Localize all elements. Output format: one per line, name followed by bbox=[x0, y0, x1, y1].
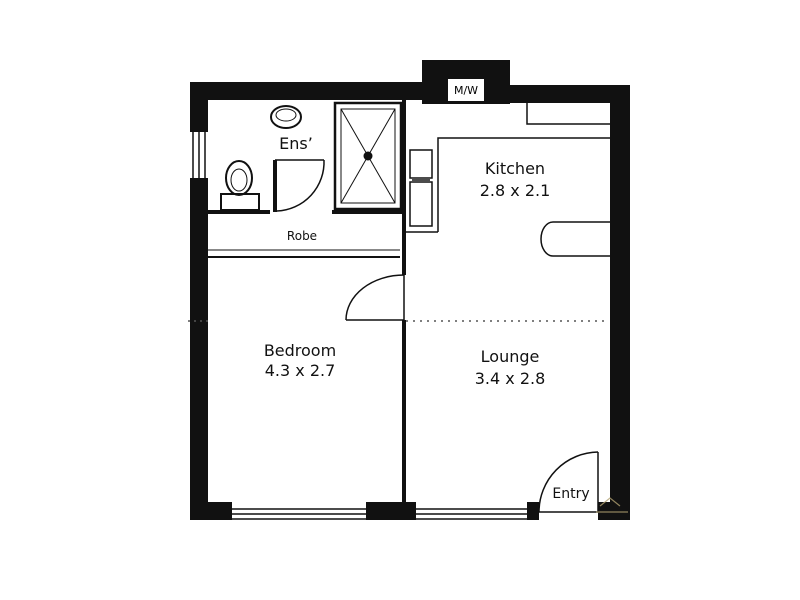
microwave-label: M/W bbox=[446, 77, 486, 103]
basin bbox=[270, 105, 302, 129]
wall-bottom-right-stub bbox=[527, 502, 539, 520]
room-name-robe: Robe bbox=[286, 229, 318, 243]
room-name-ensuite: Ens’ bbox=[279, 134, 313, 153]
wall-bottom-mid-stub bbox=[366, 502, 416, 520]
internal-walls bbox=[208, 100, 406, 505]
window-bedroom bbox=[232, 508, 366, 520]
wall-right bbox=[610, 85, 630, 520]
room-dims-lounge: 3.4 x 2.8 bbox=[474, 369, 546, 388]
room-name-entry: Entry bbox=[552, 486, 590, 502]
watermark-logo bbox=[596, 497, 628, 513]
room-name-lounge: Lounge bbox=[480, 347, 540, 366]
kitchen-bench bbox=[404, 103, 610, 233]
window-lounge bbox=[416, 508, 527, 520]
wall-bottom-left-stub bbox=[190, 502, 232, 520]
wall-bottom-right-end bbox=[598, 502, 630, 520]
bedroom-door bbox=[345, 274, 405, 321]
stove bbox=[540, 221, 610, 257]
window-left bbox=[192, 132, 206, 178]
entry-door bbox=[538, 451, 599, 513]
ensuite-door bbox=[275, 159, 325, 212]
wall-left-lower bbox=[190, 178, 208, 520]
room-dims-bedroom: 4.3 x 2.7 bbox=[264, 361, 336, 380]
wall-left-upper bbox=[190, 82, 208, 132]
room-name-bedroom: Bedroom bbox=[263, 341, 337, 360]
toilet bbox=[220, 160, 260, 211]
sink bbox=[409, 149, 433, 227]
outer-walls bbox=[190, 60, 630, 520]
room-name-kitchen: Kitchen bbox=[484, 159, 546, 178]
wall-top-left bbox=[190, 82, 425, 100]
wall-top-right bbox=[505, 85, 630, 103]
shower bbox=[333, 101, 403, 211]
room-dims-kitchen: 2.8 x 2.1 bbox=[479, 181, 551, 200]
